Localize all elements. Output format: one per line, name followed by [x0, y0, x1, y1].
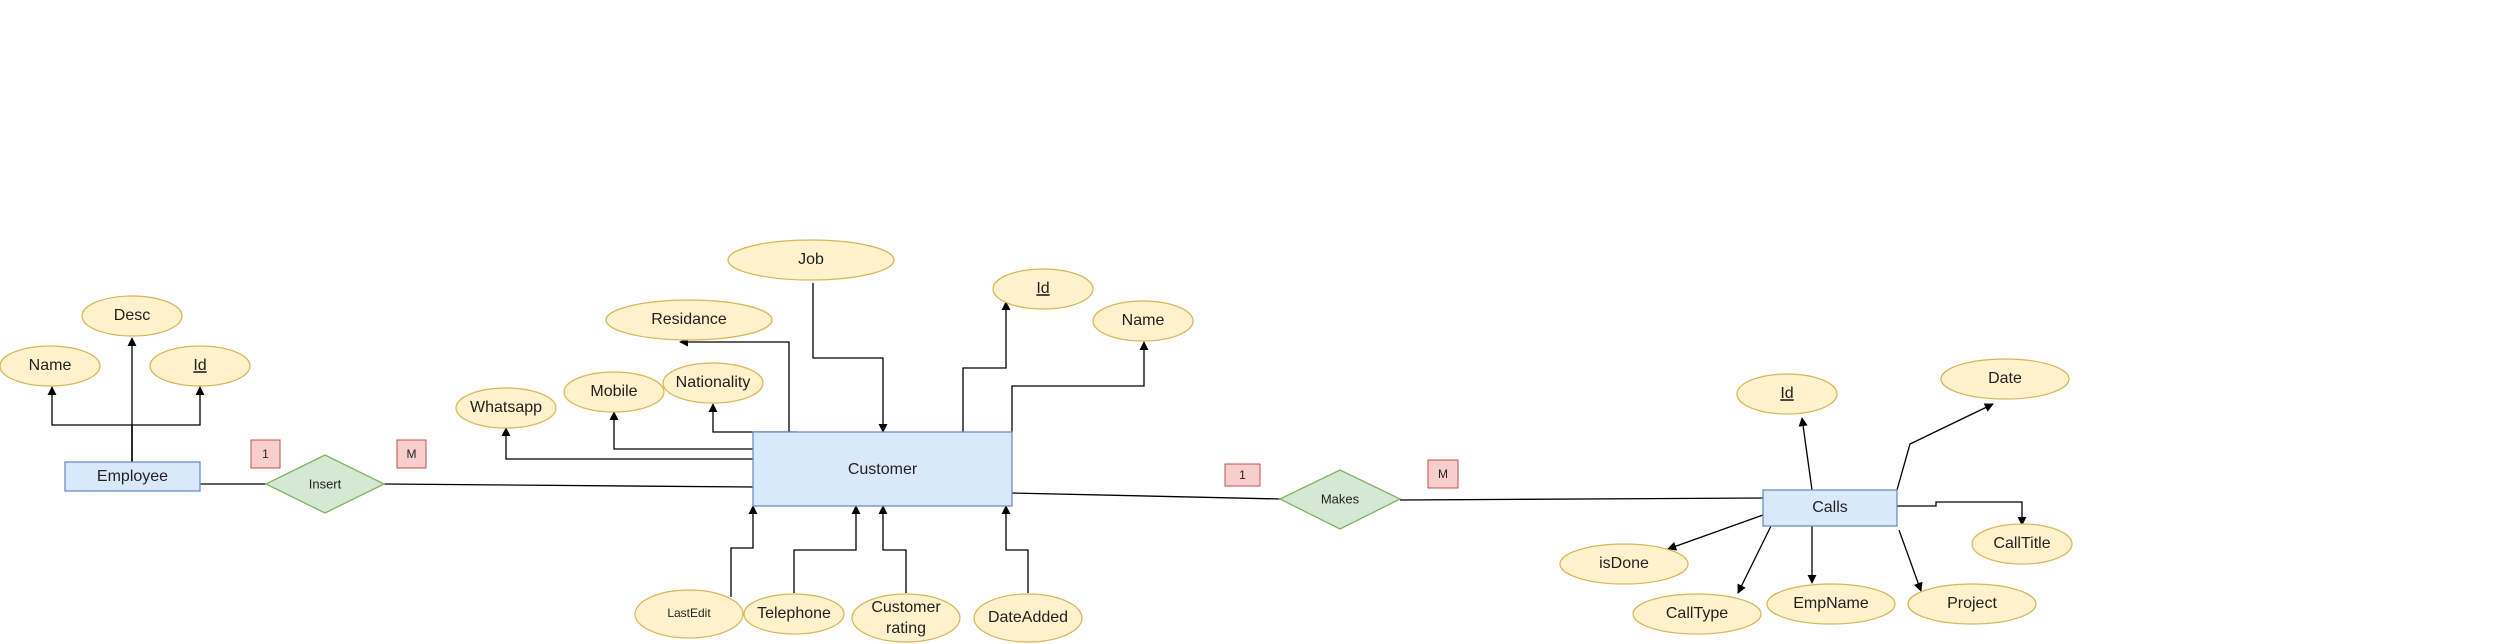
connector-customer-job [812, 283, 888, 433]
attribute-label: Desc [114, 307, 150, 324]
attribute-calls-calltitle[interactable]: CallTitle [1971, 523, 2073, 565]
attribute-employee-desc[interactable]: Desc [81, 295, 183, 337]
connector-employee-name [47, 386, 133, 463]
connector-calls-date [1896, 403, 1994, 491]
relationship-makes[interactable]: Makes [1278, 469, 1402, 530]
cardinality-makes-left: 1 [1224, 463, 1261, 487]
attribute-customer-nationality[interactable]: Nationality [662, 362, 764, 404]
attribute-calls-empname[interactable]: EmpName [1766, 583, 1896, 625]
attribute-calls-isdone[interactable]: isDone [1559, 543, 1689, 585]
connector-customer-lastedit [730, 505, 758, 597]
attribute-calls-calltype[interactable]: CallType [1632, 593, 1762, 635]
connector-calls-calltype [1737, 525, 1772, 594]
attribute-customer-lastedit[interactable]: LastEdit [634, 589, 744, 639]
connector-insert-customer [383, 483, 754, 488]
attribute-label-key: Id [1036, 280, 1049, 297]
attribute-label: CallType [1666, 605, 1728, 622]
connector-calls-isdone [1667, 514, 1764, 551]
attribute-employee-name[interactable]: Name [0, 345, 101, 387]
attribute-label: Name [29, 357, 72, 374]
connectors [47, 283, 2027, 597]
attribute-customer-id[interactable]: Id [992, 268, 1094, 310]
attribute-label: Whatsapp [470, 399, 542, 416]
connector-customer-rating [878, 505, 907, 593]
entity-label: Calls [1812, 499, 1848, 516]
connector-calls-project [1898, 529, 1923, 592]
cardinality-insert-left: 1 [250, 439, 281, 469]
attribute-label: Project [1947, 595, 1997, 612]
connector-customer-mobile [609, 411, 753, 450]
attribute-label: isDone [1599, 555, 1649, 572]
connector-calls-calltitle [1897, 501, 2027, 526]
attribute-calls-date[interactable]: Date [1940, 358, 2070, 400]
connector-calls-id [1798, 417, 1813, 491]
attribute-label: Name [1122, 312, 1165, 329]
attribute-customer-job[interactable]: Job [727, 239, 895, 281]
connector-customer-makes [1011, 492, 1281, 500]
relationship-insert[interactable]: Insert [264, 454, 386, 514]
cardinality-label: 1 [1239, 468, 1246, 482]
connector-customer-name [1011, 341, 1149, 432]
attribute-label: EmpName [1793, 595, 1869, 612]
attribute-customer-name[interactable]: Name [1092, 300, 1194, 342]
attribute-label: CallTitle [1993, 535, 2050, 552]
entity-calls[interactable]: Calls [1762, 489, 1898, 527]
connector-customer-residance [679, 337, 790, 432]
attribute-label-line2: rating [886, 620, 926, 637]
attribute-calls-id[interactable]: Id [1736, 373, 1838, 415]
attribute-customer-mobile[interactable]: Mobile [563, 371, 665, 413]
attribute-label: Date [1988, 370, 2022, 387]
connector-makes-calls [1399, 497, 1764, 501]
attribute-customer-dateadded[interactable]: DateAdded [973, 593, 1083, 643]
entity-label: Employee [97, 468, 168, 485]
cardinality-label: M [1438, 467, 1448, 481]
connector-customer-id [962, 301, 1011, 432]
attribute-employee-id[interactable]: Id [149, 345, 251, 387]
attribute-calls-project[interactable]: Project [1907, 583, 2037, 625]
cardinality-label: M [407, 447, 417, 461]
connector-customer-whatsapp [501, 427, 753, 460]
relationship-label: Insert [309, 476, 342, 491]
cardinality-label: 1 [262, 447, 269, 461]
attribute-customer-telephone[interactable]: Telephone [743, 593, 845, 635]
attribute-label: Job [798, 251, 824, 268]
connector-customer-nationality [708, 403, 797, 433]
attribute-label: LastEdit [667, 606, 711, 620]
attribute-label-key: Id [1780, 385, 1793, 402]
attribute-label: Telephone [757, 605, 831, 622]
attribute-label-key: Id [193, 357, 206, 374]
entity-label: Customer [848, 461, 918, 478]
attribute-label: Nationality [676, 374, 751, 391]
attribute-customer-residance[interactable]: Residance [605, 299, 773, 341]
attribute-label: Mobile [590, 383, 637, 400]
relationship-label: Makes [1321, 491, 1360, 506]
cardinality-insert-right: M [396, 439, 427, 469]
entity-employee[interactable]: Employee [64, 461, 201, 492]
connector-customer-dateadded [1001, 505, 1029, 593]
attribute-customer-whatsapp[interactable]: Whatsapp [455, 387, 557, 429]
connector-employee-id [131, 386, 205, 463]
attribute-customer-rating[interactable]: Customer rating [851, 593, 961, 643]
attribute-label-line1: Customer [871, 599, 941, 616]
cardinality-makes-right: M [1427, 459, 1459, 489]
connector-customer-telephone [793, 505, 861, 593]
attribute-label: DateAdded [988, 609, 1068, 626]
entity-customer[interactable]: Customer [752, 431, 1013, 507]
attribute-label: Residance [651, 311, 727, 328]
